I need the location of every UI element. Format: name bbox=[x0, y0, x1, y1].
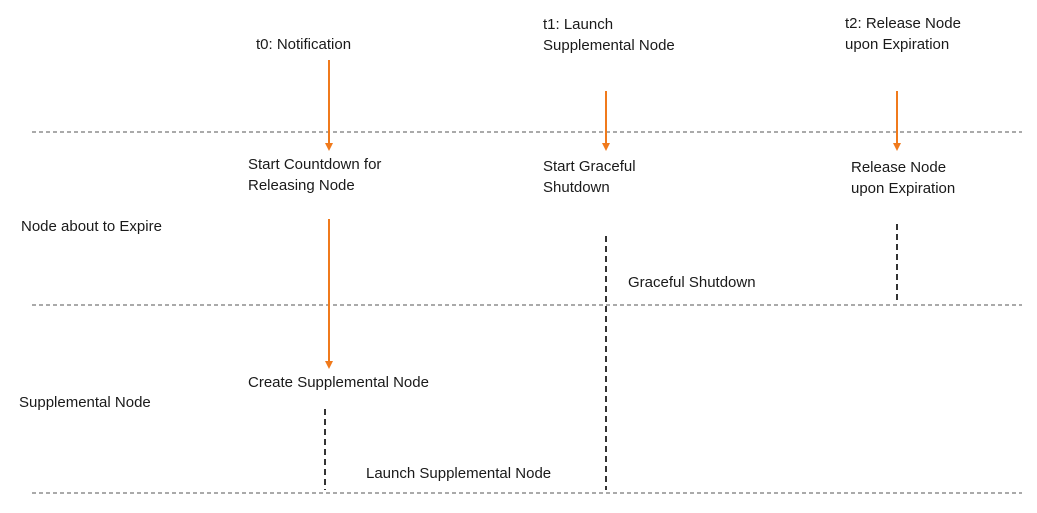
phase-graceful-shutdown-label: Graceful Shutdown bbox=[628, 272, 756, 293]
start-graceful-shutdown-line-2: Shutdown bbox=[543, 179, 610, 196]
lane-node-about-to-expire-label: Node about to Expire bbox=[21, 216, 162, 237]
phase-launch-supplemental-node-label: Launch Supplemental Node bbox=[366, 463, 551, 484]
start-countdown-label: Start Countdown for Releasing Node bbox=[248, 154, 381, 196]
create-supplemental-node-text: Create Supplemental Node bbox=[248, 374, 429, 391]
event-t1-label: t1: Launch Supplemental Node bbox=[543, 14, 675, 56]
event-t1-line-2: Supplemental Node bbox=[543, 37, 675, 54]
release-node-line-1: Release Node bbox=[851, 159, 947, 176]
event-t2-label: t2: Release Node upon Expiration bbox=[845, 13, 961, 55]
start-graceful-shutdown-line-1: Start Graceful bbox=[543, 158, 636, 175]
event-t2-line-2: upon Expiration bbox=[845, 36, 950, 53]
event-t2-line-1: t2: Release Node bbox=[845, 15, 961, 32]
release-node-label: Release Node upon Expiration bbox=[851, 157, 955, 199]
start-countdown-line-1: Start Countdown for bbox=[248, 156, 382, 173]
start-countdown-line-2: Releasing Node bbox=[248, 177, 355, 194]
create-supplemental-node-label: Create Supplemental Node bbox=[248, 372, 429, 393]
lane-supplemental-node-text: Supplemental Node bbox=[19, 394, 151, 411]
release-node-line-2: upon Expiration bbox=[851, 180, 956, 197]
event-t0-label: t0: Notification bbox=[256, 34, 351, 55]
start-graceful-shutdown-label: Start Graceful Shutdown bbox=[543, 156, 636, 198]
lane-node-about-to-expire-text: Node about to Expire bbox=[21, 218, 162, 235]
event-t1-line-1: t1: Launch bbox=[543, 16, 614, 33]
event-t0-text: t0: Notification bbox=[256, 36, 352, 53]
phase-launch-supplemental-node-text: Launch Supplemental Node bbox=[366, 465, 552, 482]
phase-graceful-shutdown-text: Graceful Shutdown bbox=[628, 274, 756, 291]
lane-supplemental-node-label: Supplemental Node bbox=[19, 392, 151, 413]
